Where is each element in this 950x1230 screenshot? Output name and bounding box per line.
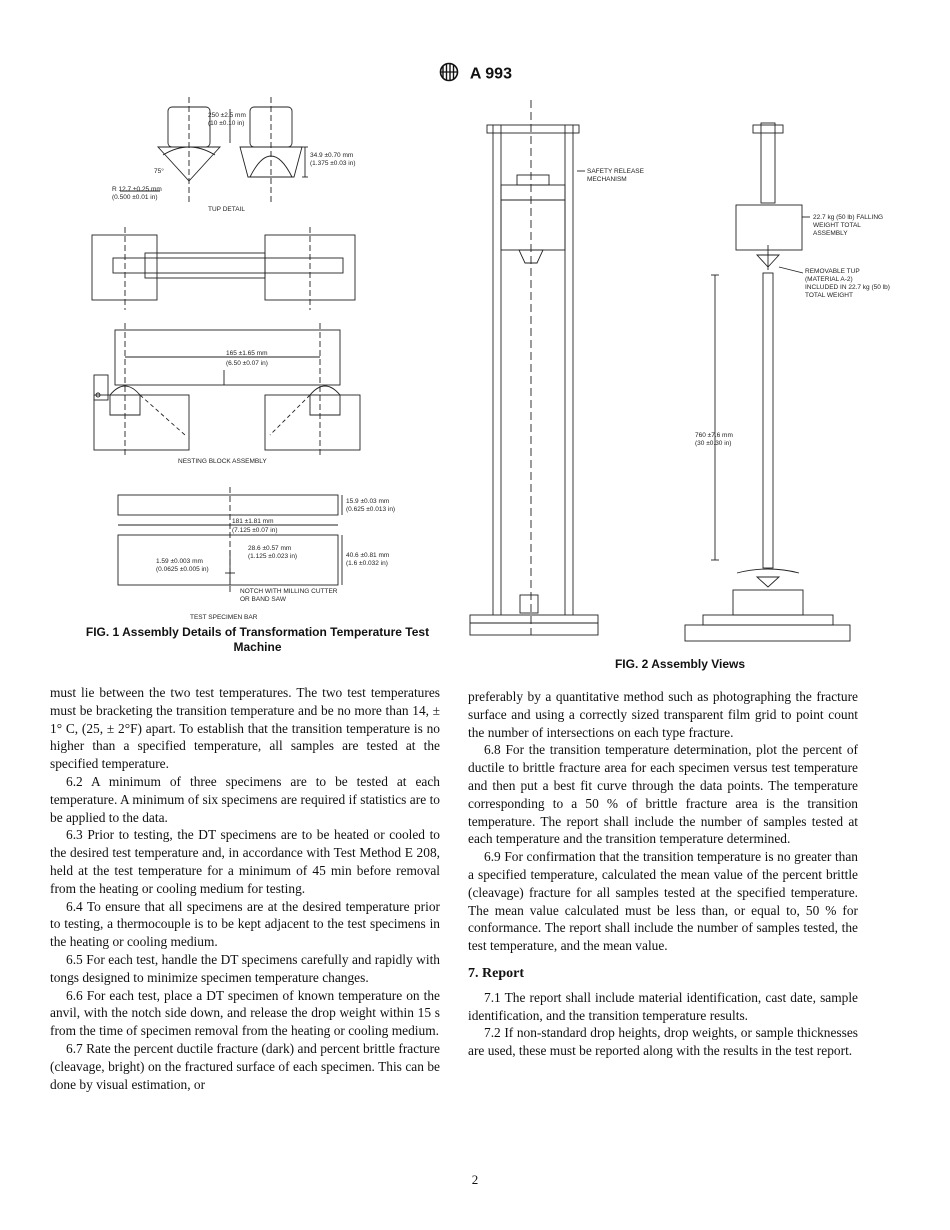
label-thick-in: (0.625 ±0.013 in) [346,506,395,513]
label-span-in: (6.50 ±0.07 in) [226,360,268,367]
label-safety-2: MECHANISM [587,176,627,183]
paragraph-6-2: 6.2 A minimum of three specimens are to … [50,773,440,825]
label-nesting: NESTING BLOCK ASSEMBLY [178,458,267,465]
paragraph-6-5: 6.5 For each test, handle the DT specime… [50,951,440,985]
label-tup-3: INCLUDED IN 22.7 kg (50 lb) [805,284,890,291]
label-tup-detail: TUP DETAIL [208,206,245,213]
label-length-mm: 181 ±1.81 mm [232,518,274,525]
paragraph-6-6: 6.6 For each test, place a DT specimen o… [50,987,440,1039]
label-notch-note-2: OR BAND SAW [240,596,287,603]
fig1-drawing: 250 ±2.5 mm (10 ±0.10 in) 34.9 ±0.70 mm … [91,97,395,621]
paragraph-6-3: 6.3 Prior to testing, the DT specimens a… [50,827,440,896]
section-title-report: 7. Report [468,965,524,981]
astm-logo-icon [438,62,460,87]
label-tup-width-mm: 250 ±2.5 mm [208,112,246,119]
label-length-in: (7.125 ±0.07 in) [232,527,277,534]
label-weight-2: WEIGHT TOTAL [813,222,861,229]
label-notch-depth-in: (1.125 ±0.023 in) [248,553,297,560]
label-angle: 75° [154,167,164,175]
paragraph-6-4: 6.4 To ensure that all specimens are at … [50,898,440,950]
page-number: 2 [471,1172,479,1187]
label-tup-4: TOTAL WEIGHT [805,292,853,299]
label-tup-1: REMOVABLE TUP [805,268,860,275]
label-span-mm: 165 ±1.65 mm [226,350,268,357]
label-height-in: (30 ±0.30 in) [695,440,731,447]
label-tup-height-mm: 34.9 ±0.70 mm [310,152,353,159]
label-width-mm: 40.6 ±0.81 mm [346,552,389,559]
page-header: A 993 [0,62,950,87]
fig2-caption: FIG. 2 Assembly Views [614,657,746,671]
label-notch-depth-mm: 28.6 ±0.57 mm [248,545,291,552]
label-height-mm: 760 ±7.6 mm [695,432,733,439]
label-radius-mm: R 12.7 ±0.25 mm [112,186,162,193]
label-notch-width-in: (0.0625 ±0.005 in) [156,566,209,573]
label-safety-1: SAFETY RELEASE [587,168,645,175]
label-notch-note-1: NOTCH WITH MILLING CUTTER [240,588,338,595]
paragraph-continued: must lie between the two test temperatur… [50,685,440,772]
paragraph-6-7: 6.7 Rate the percent ductile fracture (d… [50,1040,440,1092]
left-column: must lie between the two test temperatur… [50,684,440,1093]
paragraph-continued-right: preferably by a quantitative method such… [468,689,858,740]
label-tup-width-in: (10 ±0.10 in) [208,120,244,127]
label-tup-height-in: (1.375 ±0.03 in) [310,160,355,167]
label-weight-3: ASSEMBLY [813,230,848,237]
label-radius-in: (0.500 ±0.01 in) [112,194,157,201]
paragraph-6-8: 6.8 For the transition temperature deter… [468,742,858,847]
paragraph-7-2: 7.2 If non-standard drop heights, drop w… [468,1025,858,1059]
label-width-in: (1.6 ±0.032 in) [346,560,388,567]
paragraph-6-9: 6.9 For confirmation that the transition… [468,849,858,954]
paragraph-7-1: 7.1 The report shall include material id… [468,989,858,1023]
label-notch-width-mm: 1.59 ±0.003 mm [156,558,203,565]
fig1-caption: FIG. 1 Assembly Details of Transformatio… [85,625,430,654]
fig2-drawing: SAFETY RELEASE MECHANISM 22.7 kg (50 lb)… [469,100,890,642]
label-tup-2: (MATERIAL A-2) [805,276,853,283]
right-column: preferably by a quantitative method such… [468,688,858,1060]
label-bar: TEST SPECIMEN BAR [190,614,258,621]
label-weight-1: 22.7 kg (50 lb) FALLING [813,214,883,221]
designation: A 993 [469,65,512,83]
label-thick-mm: 15.9 ±0.03 mm [346,498,389,505]
